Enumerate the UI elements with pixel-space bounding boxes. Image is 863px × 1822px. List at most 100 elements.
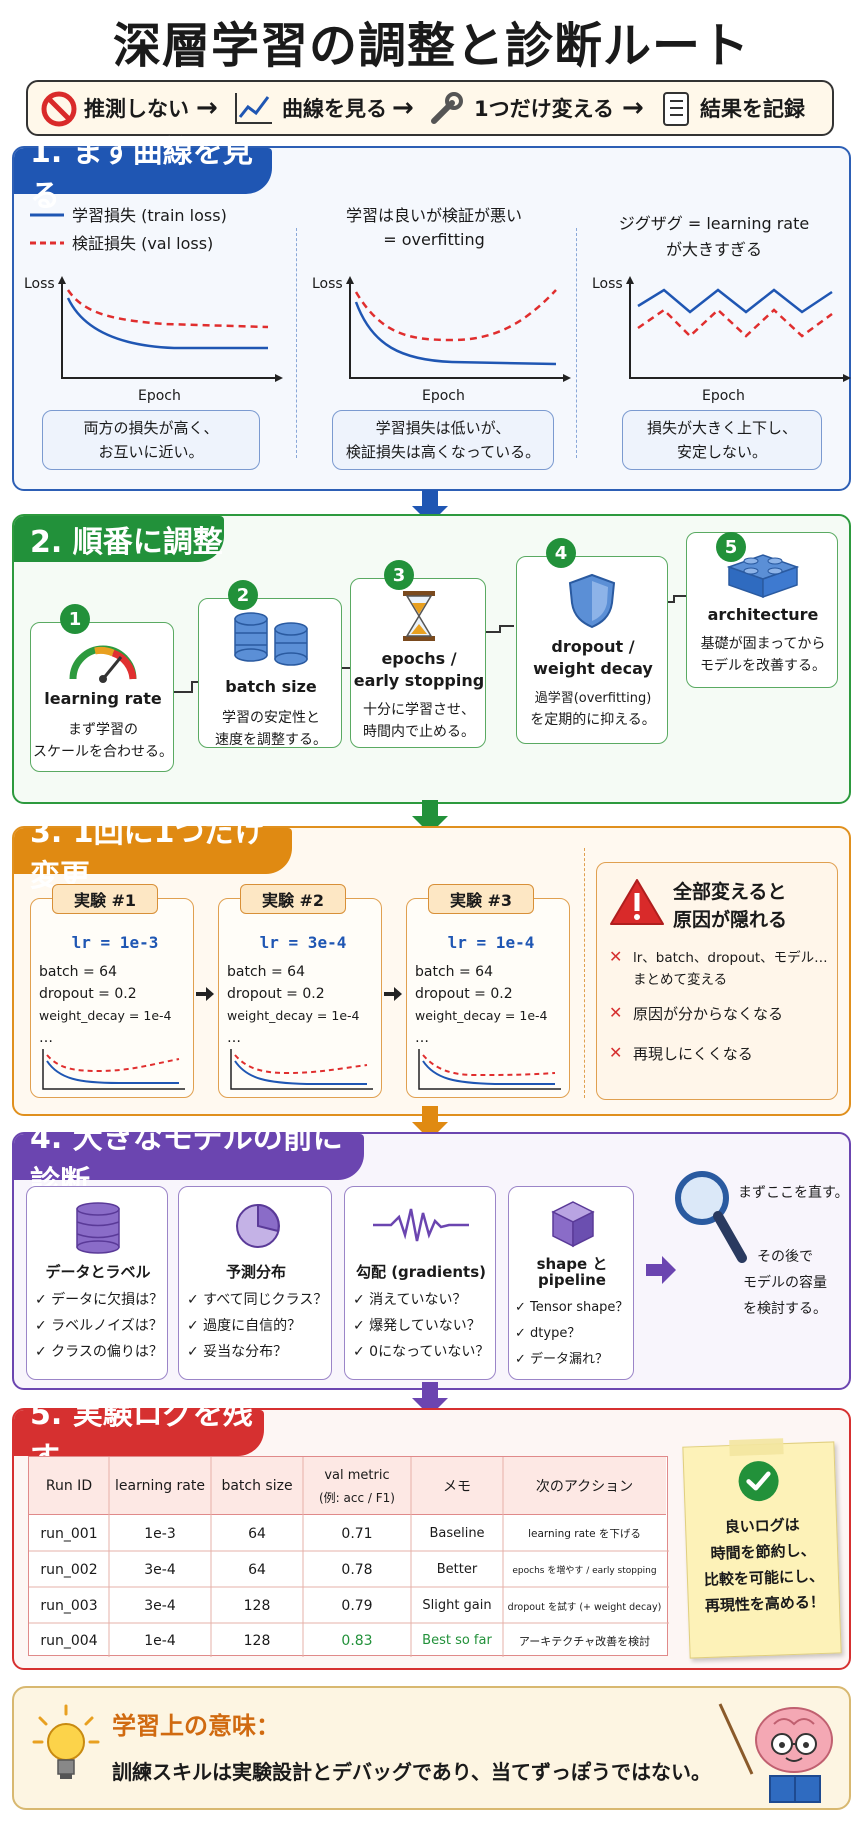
table-cell-best: 0.83 — [341, 1632, 373, 1649]
section-2-heading: 2. 順番に調整 — [14, 516, 224, 562]
panel-divider — [296, 228, 297, 458]
database-icon — [76, 1202, 120, 1254]
legend-train-swatch — [30, 213, 64, 217]
panel-divider — [576, 228, 577, 458]
step-title: dropout / — [551, 637, 635, 656]
step-desc: スケールを合わせる。 — [33, 744, 173, 760]
step-desc: 学習の安定性と — [222, 710, 320, 726]
right-arrow — [196, 987, 214, 1001]
table-cell: Slight gain — [422, 1598, 492, 1613]
x-axis-label: Epoch — [702, 388, 745, 404]
x-mark-icon: ✕ — [609, 1003, 623, 1022]
log-table: Run ID learning rate batch size val metr… — [28, 1456, 669, 1657]
magnifier-icon — [675, 1171, 747, 1263]
exp-mini-chart — [230, 1049, 373, 1090]
step-desc: モデルを改善する。 — [700, 658, 826, 674]
diag-title: shape と — [536, 1255, 608, 1273]
step-card-architecture: architecture 基礎が固まってから モデルを改善する。 — [686, 532, 838, 688]
step-card-dropout: dropout / weight decay 過学習(overfitting) … — [516, 556, 668, 744]
principles-bar: 推測しない → 曲線を見る → 1つだけ変える → 結果を記録 — [26, 80, 834, 136]
diag-title: 予測分布 — [225, 1263, 286, 1281]
step-number: 5 — [716, 532, 746, 562]
step-desc: 時間内で止める。 — [363, 724, 475, 740]
table-cell: 64 — [248, 1525, 266, 1542]
no-sign-icon — [41, 91, 77, 127]
diag-note-2: その後で — [757, 1249, 813, 1265]
flow-arrow: → — [392, 93, 414, 123]
table-cell: 1e-4 — [144, 1632, 176, 1649]
table-header — [29, 1457, 666, 1515]
building-block-icon — [726, 554, 800, 599]
tape — [729, 1438, 784, 1457]
note-line: 比較を可能にし、 — [703, 1566, 825, 1590]
x-axis-label: Epoch — [138, 388, 181, 404]
table-grid — [29, 1457, 669, 1657]
exp-mini-chart — [418, 1049, 561, 1090]
exp-lr: lr = 1e-3 — [71, 933, 159, 952]
flow-arrow: → — [622, 93, 644, 123]
down-arrow — [412, 490, 448, 524]
table-cell: Baseline — [429, 1526, 485, 1541]
right-arrow — [384, 987, 402, 1001]
pie-chart-icon — [236, 1203, 280, 1248]
table-cell: dropout を試す (+ weight decay) — [507, 1601, 662, 1613]
table-cell: 128 — [243, 1597, 271, 1614]
lightbulb-icon — [32, 1704, 100, 1779]
table-cell: アーキテクチャ改善を検討 — [518, 1634, 651, 1648]
panel2-heading-2: = overfitting — [383, 230, 485, 249]
legend-val-swatch — [30, 241, 64, 245]
table-cell: learning rate を下げる — [528, 1528, 641, 1540]
exp-lr: lr = 3e-4 — [259, 933, 347, 952]
footer-text: 訓練スキルは実験設計とデバッグであり、当てずっぽうではない。 — [112, 1760, 711, 1784]
page-title: 深層学習の調整と診断ルート — [112, 18, 750, 74]
y-axis-label: Loss — [592, 276, 623, 292]
diag-title-2: pipeline — [538, 1271, 606, 1289]
diag-title: データとラベル — [45, 1263, 151, 1281]
step-desc: 基礎が固まってから — [700, 636, 826, 652]
diag-checklist: ✓ 消えていない？✓ 爆発していない？✓ 0になっていない？ — [353, 1292, 490, 1360]
step-card-epochs: epochs / early stopping 十分に学習させ、 時間内で止める… — [350, 578, 486, 748]
check-circle-icon — [738, 1461, 779, 1502]
note-zigzag: 損失が大きく上下し、安定しない。 — [622, 410, 822, 470]
step-card-learning-rate: learning rate まず学習の スケールを合わせる。 — [30, 622, 174, 772]
section-curves: 1. まず曲線を見る 学習損失 (train loss) 検証損失 (val l… — [12, 135, 851, 491]
warning-item-1: lr、batch、dropout、モデル…まとめて変える — [633, 950, 828, 988]
diag-checklist: ✓ データに欠損は？✓ ラベルノイズは？✓ クラスの偏りは？ — [35, 1292, 164, 1360]
exp-mini-chart — [42, 1049, 185, 1090]
warning-item-2: 原因が分からなくなる — [633, 1005, 784, 1023]
step-card-batch-size: batch size 学習の安定性と 速度を調整する。 — [198, 598, 342, 748]
table-cell: 64 — [248, 1561, 266, 1578]
x-axis-label: Epoch — [422, 388, 465, 404]
note-line: 時間を節約し、 — [710, 1541, 816, 1563]
table-cell: 1e-3 — [144, 1525, 176, 1542]
divider — [584, 848, 585, 1098]
header-lr: learning rate — [114, 1478, 205, 1494]
table-cell: 0.79 — [341, 1597, 373, 1614]
note-line: 再現性を高める！ — [704, 1592, 826, 1616]
header-val-metric: val metric — [324, 1467, 390, 1483]
table-cell: run_003 — [40, 1597, 98, 1614]
header-val-metric-sub: (例: acc / F1) — [319, 1490, 395, 1505]
shield-icon — [568, 573, 616, 629]
diag-note-4: を検討する。 — [743, 1301, 827, 1317]
header-run-id: Run ID — [45, 1478, 93, 1494]
hourglass-icon — [403, 591, 435, 641]
step-number: 3 — [384, 560, 414, 590]
exp-label: 実験 #2 — [240, 884, 346, 914]
note-line: 良いログは — [724, 1515, 800, 1537]
x-mark-icon: ✕ — [609, 1043, 623, 1062]
note-underfitting: 両方の損失が高く、お互いに近い。 — [42, 410, 260, 470]
step-desc: まず学習の — [68, 722, 138, 738]
step-title: batch size — [225, 677, 317, 696]
table-cell: 3e-4 — [144, 1561, 176, 1578]
table-cell: run_002 — [40, 1561, 98, 1578]
section-3-heading: 3. 1回に1つだけ変更 — [14, 815, 292, 894]
section-4-heading: 4. 大きなモデルの前に診断 — [14, 1121, 364, 1200]
warning-item-3: 再現しにくくなる — [633, 1045, 753, 1063]
step-title-2: weight decay — [533, 659, 653, 678]
flow-arrow: → — [196, 93, 218, 123]
step-title-2: early stopping — [353, 671, 485, 690]
